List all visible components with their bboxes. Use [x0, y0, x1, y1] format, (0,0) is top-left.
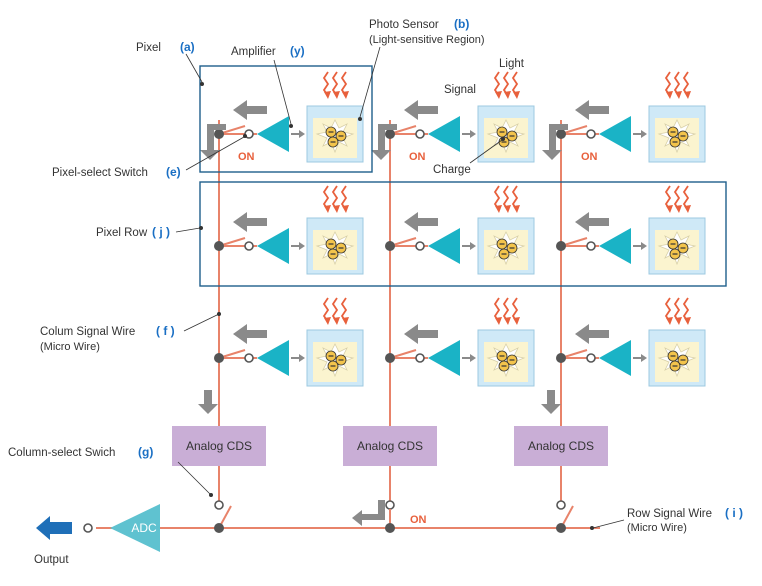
pixel-cell	[384, 211, 535, 275]
svg-text:(b): (b)	[454, 17, 469, 31]
svg-text:ON: ON	[581, 151, 598, 163]
svg-text:ON: ON	[409, 151, 426, 163]
pixel-cell	[384, 99, 535, 163]
svg-text:(Light-sensitive Region): (Light-sensitive Region)	[369, 34, 485, 46]
svg-text:Analog CDS: Analog CDS	[357, 439, 423, 453]
svg-text:Charge: Charge	[433, 164, 471, 176]
pixel-cell	[213, 323, 364, 387]
svg-text:ADC: ADC	[131, 521, 157, 535]
pixel-cell	[384, 323, 535, 387]
svg-text:Signal: Signal	[444, 84, 476, 96]
on-labels: ON ON ON ON	[238, 151, 598, 526]
svg-text:(Micro Wire): (Micro Wire)	[627, 522, 687, 534]
svg-text:( f ): ( f )	[156, 324, 175, 338]
svg-text:Analog CDS: Analog CDS	[186, 439, 252, 453]
pixel-cell	[213, 211, 364, 275]
signal-arrow-icon	[198, 124, 568, 526]
pixel-frame	[199, 65, 373, 173]
svg-text:Pixel-select Switch: Pixel-select Switch	[52, 167, 148, 179]
svg-text:( i ): ( i )	[725, 506, 743, 520]
svg-text:Amplifier: Amplifier	[231, 46, 276, 58]
output-node	[83, 523, 93, 533]
output-label: Output	[34, 554, 69, 566]
svg-text:Column-select Swich: Column-select Swich	[8, 447, 115, 459]
pixel-cell	[555, 211, 706, 275]
svg-text:(Micro Wire): (Micro Wire)	[40, 341, 100, 353]
analog-cds-blocks: Analog CDS Analog CDS Analog CDS	[172, 426, 608, 466]
svg-text:(a): (a)	[180, 40, 195, 54]
svg-text:Pixel: Pixel	[136, 42, 161, 54]
pixel-cell	[213, 99, 364, 163]
svg-text:(y): (y)	[290, 44, 305, 58]
svg-text:Row Signal Wire: Row Signal Wire	[627, 508, 712, 520]
svg-text:Colum Signal Wire: Colum Signal Wire	[40, 326, 135, 338]
adc-block: ADC	[110, 504, 160, 552]
svg-text:Pixel Row: Pixel Row	[96, 227, 148, 239]
svg-text:ON: ON	[238, 151, 255, 163]
pixel-cell	[555, 99, 706, 163]
svg-text:(e): (e)	[166, 165, 181, 179]
pixel-grid	[213, 99, 706, 387]
svg-text:Photo Sensor: Photo Sensor	[369, 19, 439, 31]
svg-text:( j ): ( j )	[152, 225, 170, 239]
pixel-row-frame	[199, 181, 727, 287]
pixel-cell	[555, 323, 706, 387]
annotations: Pixel (a) Amplifier (y) Photo Sensor (b)…	[8, 17, 743, 534]
column-select-switches	[214, 500, 574, 533]
svg-text:Light: Light	[499, 58, 525, 70]
svg-text:Analog CDS: Analog CDS	[528, 439, 594, 453]
output-arrow-icon	[36, 516, 72, 540]
svg-text:(g): (g)	[138, 445, 153, 459]
svg-text:ON: ON	[410, 514, 427, 526]
